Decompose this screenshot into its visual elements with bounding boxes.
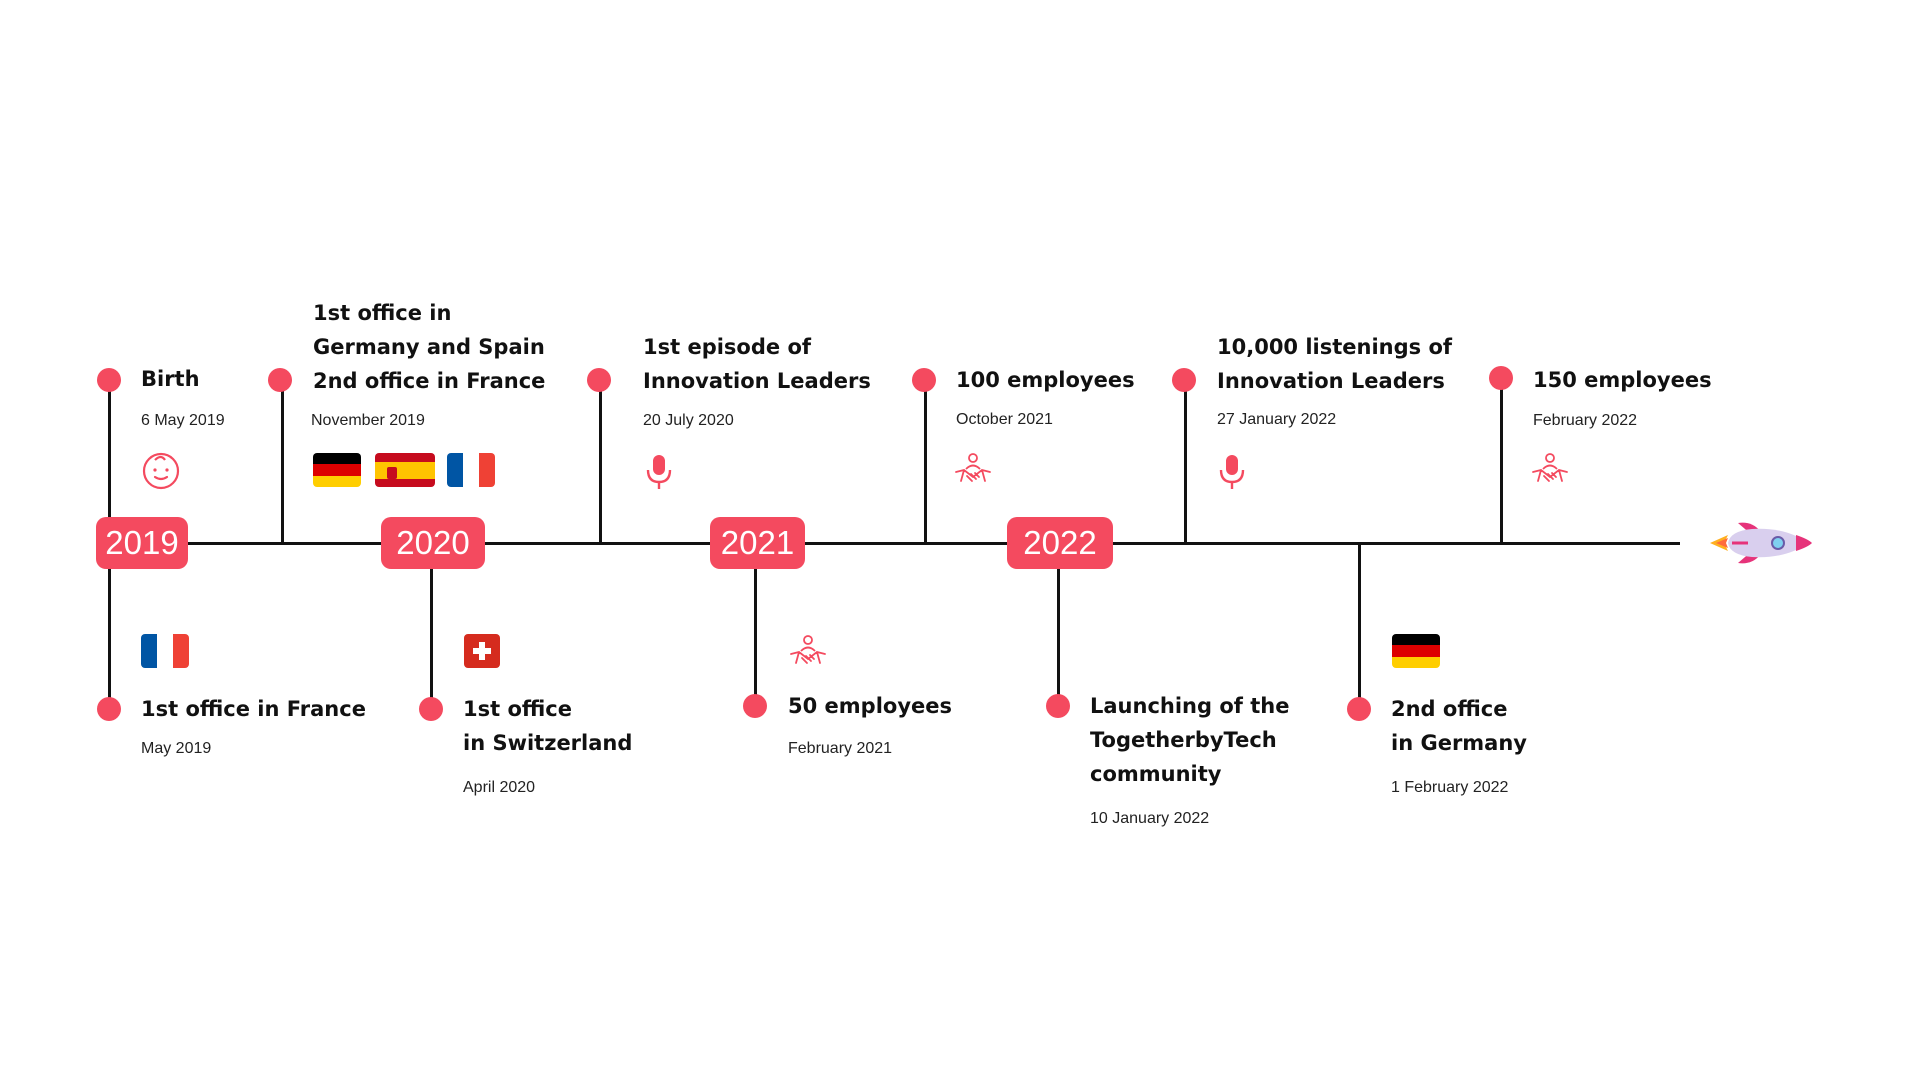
timeline-dot — [743, 694, 767, 718]
timeline-dot — [587, 368, 611, 392]
stem-150-employees — [1500, 381, 1503, 543]
event-date-birth: 6 May 2019 — [141, 412, 225, 429]
event-date-100-employees: October 2021 — [956, 411, 1053, 428]
event-title-50-employees: 50 employees — [788, 694, 952, 718]
timeline-dot — [97, 697, 121, 721]
flag-switzerland-icon — [464, 634, 500, 668]
stem-innovation-leaders — [599, 381, 602, 543]
event-title-100-employees: 100 employees — [956, 368, 1135, 392]
microphone-icon — [646, 455, 672, 489]
flag-spain-icon — [375, 453, 435, 487]
year-badge-2021: 2021 — [710, 517, 805, 569]
stem-togetherbytech — [1057, 543, 1060, 705]
timeline-dot — [1046, 694, 1070, 718]
event-title-office-switzerland: 1st office in Switzerland — [463, 697, 633, 755]
flag-france-icon — [447, 453, 495, 487]
event-date-office-france: May 2019 — [141, 740, 212, 757]
timeline-dot — [912, 368, 936, 392]
swiss-cross — [473, 642, 491, 660]
event-title-togetherbytech: Launching of the TogetherbyTech communit… — [1090, 694, 1290, 786]
timeline-dot — [1172, 368, 1196, 392]
flag-france-icon — [141, 634, 189, 668]
timeline-dot — [268, 368, 292, 392]
flag-germany-icon — [1392, 634, 1440, 668]
stem-birth — [108, 381, 111, 543]
timeline-dot — [97, 368, 121, 392]
event-title-birth: Birth — [141, 367, 200, 391]
event-title-office-france: 1st office in France — [141, 697, 366, 721]
baby-icon — [142, 452, 180, 490]
stem-10000-listenings — [1184, 381, 1187, 543]
stem-100-employees — [924, 381, 927, 543]
event-date-10000-listenings: 27 January 2022 — [1217, 411, 1337, 428]
event-date-offices-germany-spain-france: November 2019 — [311, 412, 425, 429]
event-date-150-employees: February 2022 — [1533, 412, 1638, 429]
stem-office-switzerland — [430, 543, 433, 708]
event-title-office-germany: 2nd office in Germany — [1391, 697, 1527, 755]
flag-germany-icon — [313, 453, 361, 487]
timeline-dot — [1347, 697, 1371, 721]
event-title-150-employees: 150 employees — [1533, 368, 1712, 392]
timeline-dot — [419, 697, 443, 721]
stem-50-employees — [754, 543, 757, 705]
year-badge-2019: 2019 — [96, 517, 188, 569]
event-title-innovation-leaders: 1st episode of Innovation Leaders — [643, 335, 871, 393]
handshake-icon — [955, 453, 991, 482]
event-date-office-switzerland: April 2020 — [463, 779, 536, 796]
year-badge-2022: 2022 — [1007, 517, 1113, 569]
event-date-office-germany: 1 February 2022 — [1391, 779, 1509, 796]
event-title-offices-germany-spain-france: 1st office in Germany and Spain 2nd offi… — [313, 301, 546, 393]
year-badge-2020: 2020 — [381, 517, 485, 569]
timeline-dot — [1489, 366, 1513, 390]
event-date-togetherbytech: 10 January 2022 — [1090, 810, 1210, 827]
stem-offices-germany-spain — [281, 381, 284, 543]
timeline-axis — [100, 542, 1680, 545]
event-title-10000-listenings: 10,000 listenings of Innovation Leaders — [1217, 335, 1453, 393]
event-date-50-employees: February 2021 — [788, 740, 893, 757]
microphone-icon — [1219, 455, 1245, 489]
event-date-innovation-leaders: 20 July 2020 — [643, 412, 734, 429]
stem-office-france — [108, 543, 111, 708]
stem-office-germany — [1358, 543, 1361, 708]
handshake-icon — [790, 635, 826, 664]
rocket-icon — [1710, 522, 1812, 564]
handshake-icon — [1532, 453, 1568, 482]
